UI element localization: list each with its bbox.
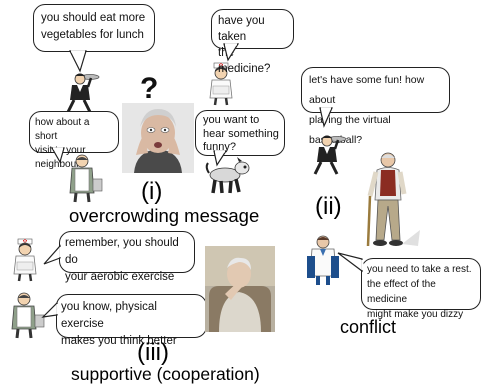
caption-conflict: conflict [340, 317, 397, 337]
speech-bubble-exercise: you know, physical exercise makes you th… [41, 294, 207, 347]
elderly-woman-photo [122, 103, 194, 173]
bubble-text-aerobic: remember, you should do your aerobic exe… [65, 237, 179, 283]
thinking-woman-photo [205, 246, 275, 332]
speech-bubble-rest: you need to take a rest. the effect of t… [337, 252, 481, 320]
elderly-man-figure [362, 150, 422, 250]
speech-bubble-aerobic: remember, you should do your aerobic exe… [43, 231, 195, 283]
label-iii: (iii) [137, 339, 169, 366]
bubble-tail [41, 301, 59, 318]
speech-bubble-neighbour: how about a short visit to your neighbou… [29, 111, 119, 170]
bubble-text-eat-vegetables: you should eat more vegetables for lunch [41, 12, 146, 41]
bubble-text-funny: you want to hear something funny? [203, 114, 279, 153]
speech-bubble-medicine: have you taken the medicine? [211, 9, 294, 75]
bubble-tail [50, 147, 65, 164]
caretaker-figure [5, 291, 47, 339]
waiter-figure [60, 70, 100, 114]
bubble-tail [337, 252, 364, 273]
bubble-tail [69, 50, 87, 73]
bubble-tail [223, 43, 240, 62]
bubble-tail [213, 150, 228, 167]
speech-bubble-basketball: let's have some fun! how about playing t… [301, 67, 450, 146]
bubble-text-exercise: you know, physical exercise makes you th… [61, 301, 177, 347]
caption-overcrowding-message: overcrowding message [69, 205, 260, 226]
label-ii: (ii) [315, 193, 342, 220]
bubble-tail [319, 107, 333, 128]
speech-bubble-funny: you want to hear something funny? [195, 110, 285, 167]
waiter-figure [307, 132, 347, 176]
nurse-figure [201, 62, 241, 106]
caretaker-figure [63, 153, 105, 203]
speech-bubble-eat-vegetables: you should eat more vegetables for lunch [33, 4, 155, 73]
label-i: (i) [141, 178, 163, 205]
bubble-text-rest: you need to take a rest. the effect of t… [367, 264, 472, 320]
bubble-tail [43, 244, 62, 265]
robot-dog-figure [203, 157, 253, 195]
doctor-figure [306, 234, 340, 286]
nurse-figure [5, 238, 45, 282]
caption-supportive-cooperation: supportive (cooperation) [71, 364, 260, 384]
question-mark: ? [140, 72, 159, 105]
